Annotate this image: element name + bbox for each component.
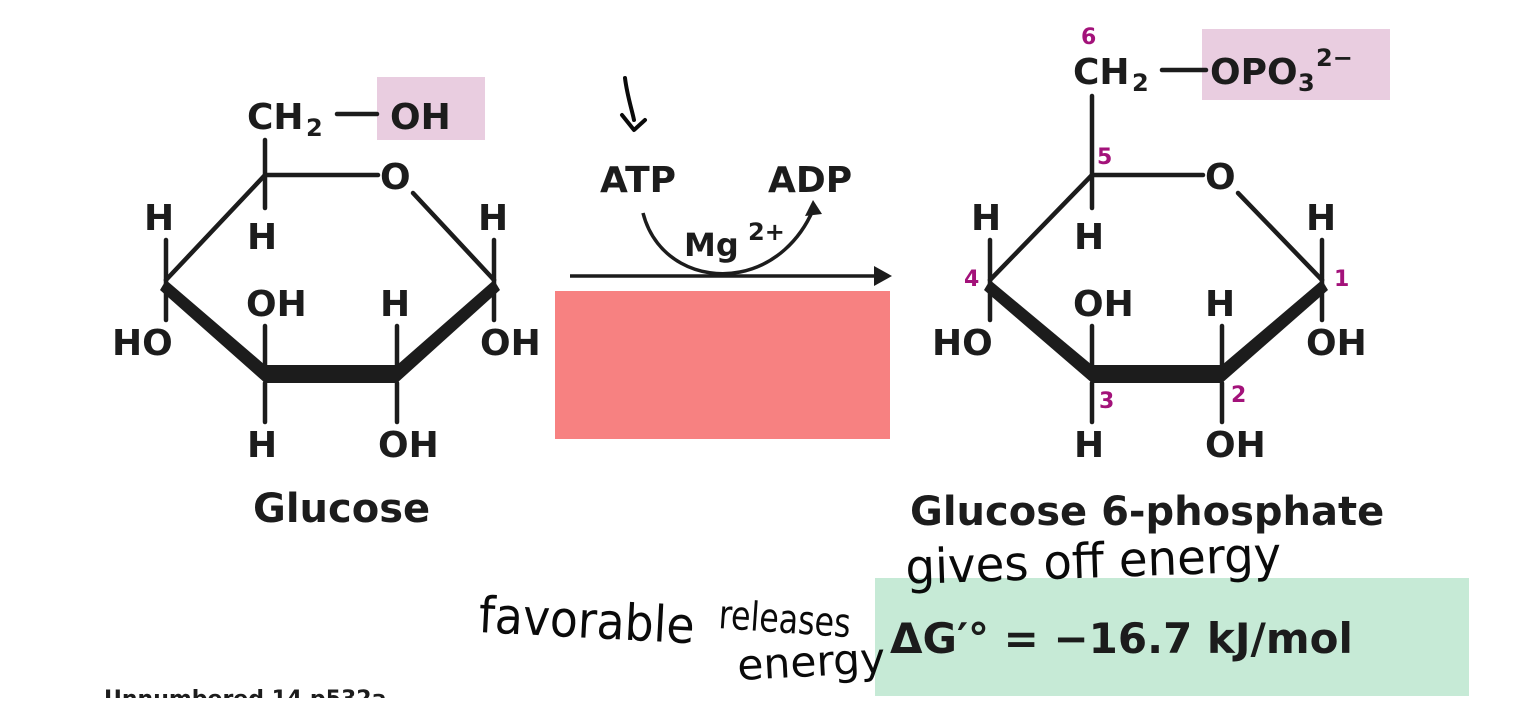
wedge-bond [984, 280, 1092, 383]
coupling-arrowhead [805, 200, 822, 216]
glucose-ho-c4: HO [112, 323, 173, 364]
g6p-opo3-label: OPO [1210, 52, 1298, 93]
g6p-oh-c2-down: OH [1205, 425, 1266, 466]
g6p-opo3-charge: 2− [1316, 44, 1353, 72]
g6p-name: Glucose 6-phosphate [910, 489, 1384, 535]
handwritten-notes: gives off energy favorable releases ener… [477, 527, 1282, 690]
g6p-h-c2-up: H [1205, 284, 1235, 325]
glucose-oh-c3-up: OH [246, 284, 307, 325]
wedge-bond [160, 280, 265, 383]
reaction-arrow-group: ATP ADP Mg 2+ [555, 76, 892, 439]
wedge-bond [265, 365, 397, 383]
bond [163, 172, 268, 283]
coupling-curve [641, 209, 815, 276]
delta-g-panel: ΔG′° = −16.7 kJ/mol [875, 578, 1469, 696]
delta-g-box [875, 578, 1469, 696]
g6p-h-c3-down: H [1074, 425, 1104, 466]
redaction-box [555, 291, 890, 439]
wedge-bond [397, 280, 500, 383]
glucose-ring-oxygen: O [380, 157, 411, 198]
glucose-h-c4: H [144, 198, 174, 239]
note-energy: energy [736, 633, 886, 690]
wedge-bond [1222, 280, 1328, 383]
glucose-h-c1: H [478, 198, 508, 239]
g6p-structure: 6 CH 2 OPO 3 2− 5 O H H 4 HO H 1 OH OH H… [910, 25, 1390, 535]
g6p-h-c5: H [1074, 217, 1104, 258]
bond [410, 190, 497, 283]
carbon-number-3: 3 [1099, 389, 1114, 414]
g6p-ch2-subscript: 2 [1132, 69, 1149, 97]
bond [987, 172, 1095, 283]
atp-label: ATP [600, 160, 676, 201]
glucose-h-c3-down: H [247, 425, 277, 466]
glucose-structure: CH 2 OH O H H HO H OH OH H H OH Glucose [112, 77, 541, 532]
carbon-number-4: 4 [964, 267, 979, 292]
note-favorable: favorable [477, 586, 696, 655]
g6p-oh-c1: OH [1306, 323, 1367, 364]
g6p-oh-c3-up: OH [1073, 284, 1134, 325]
g6p-ch2-label: CH [1073, 52, 1130, 93]
g6p-h-c4: H [971, 198, 1001, 239]
note-gives-off-energy: gives off energy [904, 527, 1282, 596]
glucose-ch2-subscript: 2 [306, 114, 323, 142]
opo3-highlight [1202, 29, 1390, 100]
adp-label: ADP [768, 160, 852, 201]
carbon-number-2: 2 [1231, 383, 1246, 408]
g6p-ho-c4: HO [932, 323, 993, 364]
mg-label: Mg [684, 226, 739, 264]
carbon-number-6: 6 [1081, 25, 1096, 50]
glucose-h-c5: H [247, 217, 277, 258]
carbon-number-5: 5 [1097, 145, 1112, 170]
glucose-name: Glucose [253, 486, 430, 532]
glucose-oh-c1: OH [480, 323, 541, 364]
g6p-opo3-subscript: 3 [1298, 69, 1315, 97]
glucose-oh-c2-down: OH [378, 425, 439, 466]
g6p-h-c1: H [1306, 198, 1336, 239]
figure-caption: Unnumbered 14 p532a [104, 687, 386, 698]
delta-g-value: ΔG′° = −16.7 kJ/mol [890, 614, 1353, 663]
oh-highlight [377, 77, 485, 140]
bond [1235, 190, 1325, 283]
glucose-ch2-label: CH [247, 97, 304, 138]
glucose-h-c2-up: H [380, 284, 410, 325]
handwritten-down-arrow [620, 76, 647, 132]
note-releases: releases [717, 592, 852, 647]
glucose-oh-label: OH [390, 97, 451, 138]
mg-charge: 2+ [748, 218, 785, 246]
main-arrow-head [874, 266, 892, 286]
g6p-ring-oxygen: O [1205, 157, 1236, 198]
wedge-bond [1092, 365, 1222, 383]
carbon-number-1: 1 [1334, 267, 1349, 292]
